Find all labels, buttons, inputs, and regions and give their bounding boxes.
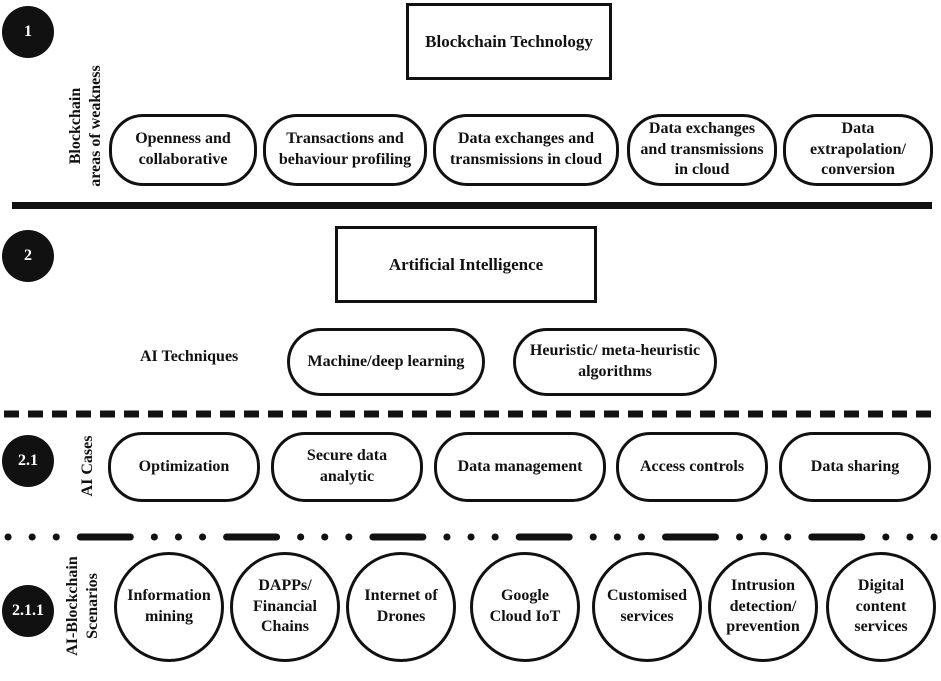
case-data-sharing: Data sharing (779, 432, 931, 502)
weakness-openness: Openness and collaborative (109, 114, 257, 186)
weakness-data-exchanges-2: Data exchanges and transmissions in clou… (627, 114, 777, 186)
weakness-transactions: Transactions and behaviour profiling (263, 114, 427, 186)
weakness-data-extrapolation: Data extrapolation/ conversion (783, 114, 933, 186)
section-2-number-badge: 2 (2, 230, 54, 282)
scenario-google-cloud-iot: Google Cloud IoT (470, 552, 580, 662)
case-access-controls: Access controls (616, 432, 768, 502)
scenario-dapps-financial-chains: DAPPs/ Financial Chains (230, 552, 340, 662)
section-2-1-number-badge: 2.1 (2, 435, 54, 487)
technique-heuristic: Heuristic/ meta-heuristic algorithms (513, 328, 717, 396)
blockchain-weakness-label: Blockchain areas of weakness (67, 65, 104, 187)
technique-machine-learning: Machine/deep learning (287, 328, 485, 396)
section-divider-solid (12, 202, 932, 209)
case-data-management: Data management (434, 432, 606, 502)
ai-blockchain-scenarios-label: AI-Blockchain Scenarios (64, 556, 101, 656)
scenario-information-mining: Information mining (114, 552, 224, 662)
section-1-number-badge: 1 (2, 6, 54, 58)
blockchain-technology-box: Blockchain Technology (406, 3, 612, 80)
section-divider-dash-dot (4, 533, 941, 541)
section-divider-dashed (4, 410, 938, 418)
scenario-customised-services: Customised services (592, 552, 702, 662)
scenario-digital-content-services: Digital content services (826, 552, 936, 662)
case-secure-data-analytic: Secure data analytic (271, 432, 423, 502)
weakness-data-exchanges-1: Data exchanges and transmissions in clou… (433, 114, 619, 186)
scenario-internet-of-drones: Internet of Drones (346, 552, 456, 662)
case-optimization: Optimization (108, 432, 260, 502)
ai-techniques-label: AI Techniques (140, 348, 239, 365)
section-2-1-1-number-badge: 2.1.1 (2, 585, 54, 637)
ai-cases-label: AI Cases (79, 435, 96, 497)
artificial-intelligence-box: Artificial Intelligence (335, 226, 597, 303)
scenario-intrusion-detection: Intrusion detection/ prevention (708, 552, 818, 662)
